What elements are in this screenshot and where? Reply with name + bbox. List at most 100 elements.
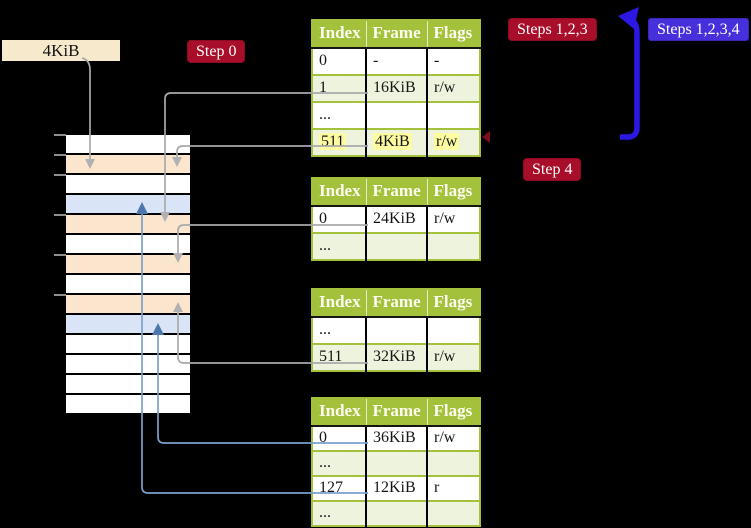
table-row: 1 16KiB r/w [312,74,480,102]
cell-flags: r/w [426,425,480,451]
cell-flags: r [426,475,480,501]
table-header-row: Index Frame Flags [312,398,480,426]
cell-flags [426,101,480,129]
page-size-label: 4KiB [2,40,120,61]
page-table-4: Index Frame Flags 0 36KiB r/w ... 127 12… [311,397,481,527]
cell-flags [426,232,480,260]
memory-frame-row [66,355,190,373]
cell-index: ... [312,450,366,476]
col-header-frame: Frame [365,398,427,426]
table-header-row: Index Frame Flags [312,289,480,317]
col-header-frame: Frame [365,20,427,48]
frame-boundary-tick [54,174,66,176]
frame-boundary-tick [54,254,66,256]
frame-boundary-tick [54,214,66,216]
physical-memory-column [66,135,190,415]
page-table-2: Index Frame Flags 0 24KiB r/w ... [311,177,481,261]
cell-frame: 36KiB [365,425,427,451]
table-row: ... [312,500,480,526]
cell-index: ... [312,232,366,260]
frame-boundary-tick [54,294,66,296]
memory-frame-row [66,235,190,253]
cell-flags: r/w [426,205,480,233]
memory-frame-row [66,375,190,393]
table-header-row: Index Frame Flags [312,20,480,48]
highlighted-value: 4KiB [373,132,412,150]
steps-loop-arrow [618,7,640,140]
memory-frame-row [66,155,190,173]
cell-frame: 4KiB [365,128,427,156]
table-row: ... [312,450,480,476]
table-row: 0 24KiB r/w [312,205,480,233]
cell-frame: 32KiB [365,343,427,371]
table-row-highlighted: 511 4KiB r/w [312,128,480,156]
table-row: 0 - - [312,47,480,75]
col-header-flags: Flags [426,289,480,317]
page-table-1: Index Frame Flags 0 - - 1 16KiB r/w ... … [311,19,481,157]
table-row: ... [312,101,480,129]
cell-flags [426,500,480,526]
cell-frame: 12KiB [365,475,427,501]
cell-flags: r/w [426,74,480,102]
table-header-row: Index Frame Flags [312,178,480,206]
steps1234-badge: Steps 1,2,3,4 [648,18,749,41]
cell-frame: 24KiB [365,205,427,233]
table-row: 0 36KiB r/w [312,425,480,451]
cell-index: 0 [312,47,366,75]
step4-badge: Step 4 [523,158,582,181]
cell-flags: - [426,47,480,75]
arrowhead-upleft-icon [618,7,639,29]
cell-index: ... [312,500,366,526]
memory-frame-row [66,215,190,233]
table-row: 511 32KiB r/w [312,343,480,371]
col-header-index: Index [312,20,366,48]
cell-index: 511 [312,128,366,156]
cell-index: 127 [312,475,366,501]
cell-index: 1 [312,74,366,102]
cell-index: ... [312,316,366,344]
memory-frame-row [66,335,190,353]
cell-frame [365,450,427,476]
cell-index: 511 [312,343,366,371]
cell-index: 0 [312,425,366,451]
col-header-index: Index [312,178,366,206]
col-header-flags: Flags [426,178,480,206]
loop-arrow-shaft [620,16,640,140]
cell-frame [365,500,427,526]
highlighted-value: r/w [434,132,460,150]
cell-frame [365,101,427,129]
memory-frame-row [66,275,190,293]
memory-frame-row [66,135,190,153]
memory-frame-row [66,315,190,333]
memory-frame-row [66,195,190,213]
cell-flags: r/w [426,128,480,156]
steps123-badge: Steps 1,2,3 [508,18,597,41]
frame-boundary-tick [54,154,66,156]
memory-frame-row [66,175,190,193]
memory-frame-row [66,395,190,413]
memory-frame-row [66,295,190,313]
cell-frame: - [365,47,427,75]
memory-frame-row [66,255,190,273]
frame-boundary-tick [54,134,66,136]
table-row: 127 12KiB r [312,475,480,501]
table-row: ... [312,232,480,260]
cell-frame [365,316,427,344]
cell-flags [426,316,480,344]
cell-index: 0 [312,205,366,233]
table-row: ... [312,316,480,344]
col-header-index: Index [312,398,366,426]
col-header-flags: Flags [426,20,480,48]
cell-flags: r/w [426,343,480,371]
cell-flags [426,450,480,476]
page-table-3: Index Frame Flags ... 511 32KiB r/w [311,288,481,372]
col-header-flags: Flags [426,398,480,426]
col-header-frame: Frame [365,178,427,206]
red-pointer-icon [482,131,490,143]
col-header-frame: Frame [365,289,427,317]
highlighted-value: 511 [319,132,347,150]
step0-badge: Step 0 [187,40,246,63]
cell-index: ... [312,101,366,129]
col-header-index: Index [312,289,366,317]
